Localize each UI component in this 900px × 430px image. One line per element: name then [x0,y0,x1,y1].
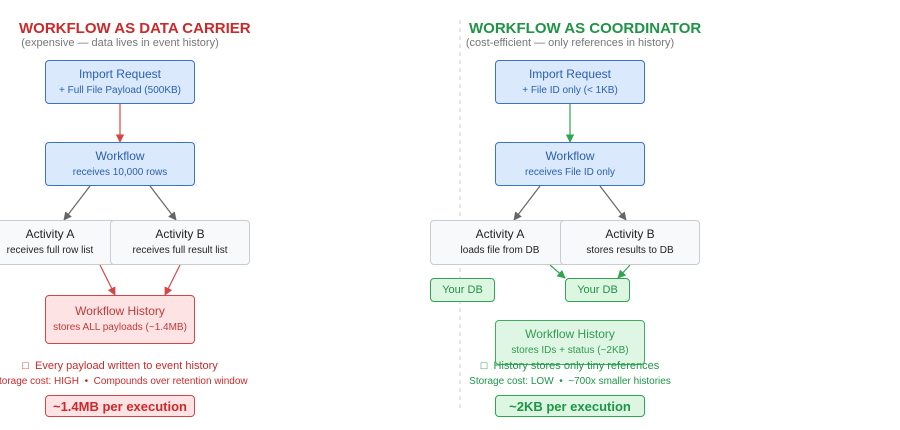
right-import-request-title: Import Request [528,66,612,81]
left-title: WORKFLOW AS DATA CARRIER [19,20,251,37]
right-activity-b-title: Activity B [605,227,655,241]
right-db-a-box: Your DB [430,278,495,302]
arrow-right-workflow-to-activity-a [513,185,541,221]
left-import-request-detail: + Full File Payload (500KB) [58,84,181,96]
right-workflow-history-detail: stores IDs + status (~2KB) [511,345,629,356]
right-note-sub: Storage cost: LOW • ~700x smaller histor… [430,376,710,387]
right-note-check-icon: □ [480,360,488,372]
right-note-sub-a: Storage cost: LOW [469,376,554,387]
right-db-a-label: Your DB [442,283,483,296]
right-activity-b-detail: stores results to DB [586,245,674,256]
arrow-left-activity-b-to-history [164,264,181,296]
right-import-request-box: Import Request + File ID only (< 1KB) [495,60,645,104]
arrow-right-workflow-to-activity-b [599,185,627,221]
right-activity-a-detail: loads file from DB [460,245,540,256]
right-workflow-history-title: Workflow History [525,327,615,341]
left-workflow-detail: receives 10,000 rows [72,166,168,178]
left-workflow-history-box: Workflow History stores ALL payloads (~1… [45,295,195,344]
left-note-sub: Storage cost: HIGH • Compounds over rete… [0,376,260,387]
right-workflow-detail: receives File ID only [524,166,616,178]
right-size-badge: ~2KB per execution [495,395,645,417]
left-size-badge: ~1.4MB per execution [45,395,195,417]
right-subtitle: (cost-efficient — only references in his… [465,37,675,49]
left-note-sub-a: Storage cost: HIGH [0,376,80,387]
left-activity-a-detail: receives full row list [6,245,94,256]
right-activity-a-title: Activity A [475,227,525,241]
arrow-left-workflow-to-activity-b [149,185,177,221]
right-note-main: □ History stores only tiny references [450,360,690,372]
left-note-sub-b: Compounds over retention window [93,376,248,387]
right-workflow-box: Workflow receives File ID only [495,142,645,186]
right-note-sub-b: ~700x smaller histories [568,376,671,387]
left-note-warning-icon: □ [22,360,29,372]
left-workflow-box: Workflow receives 10,000 rows [45,142,195,186]
left-subtitle: (expensive — data lives in event history… [21,37,219,49]
left-note-main: □ Every payload written to event history [0,360,240,372]
arrow-left-workflow-to-activity-a [63,185,91,221]
left-import-request-title: Import Request [78,66,162,81]
left-workflow-history-title: Workflow History [75,304,165,318]
right-db-b-label: Your DB [577,283,618,296]
arrow-right-activity-b-to-db [617,264,631,279]
arrow-right-activity-a-to-db [549,264,566,279]
left-workflow-title: Workflow [95,148,145,163]
left-note-separator: • [84,376,89,387]
right-note-separator: • [559,376,563,387]
left-activity-a-title: Activity A [25,227,75,241]
left-note-main-text: Every payload written to event history [34,360,218,372]
right-title: WORKFLOW AS COORDINATOR [469,20,702,37]
left-workflow-history-detail: stores ALL payloads (~1.4MB) [53,322,187,333]
left-import-request-box: Import Request + Full File Payload (500K… [45,60,195,104]
arrow-left-activity-a-to-history [99,264,116,296]
left-activity-b-box: Activity B receives full result list [110,220,250,265]
left-activity-b-detail: receives full result list [132,245,228,256]
left-activity-a-box: Activity A receives full row list [0,220,120,265]
left-activity-b-title: Activity B [155,227,205,241]
right-activity-a-box: Activity A loads file from DB [430,220,570,265]
right-import-request-detail: + File ID only (< 1KB) [522,84,618,96]
right-workflow-title: Workflow [545,148,595,163]
right-activity-b-box: Activity B stores results to DB [560,220,700,265]
right-db-b-box: Your DB [565,278,630,302]
right-note-main-text: History stores only tiny references [493,360,660,372]
right-workflow-history-box: Workflow History stores IDs + status (~2… [495,320,645,365]
